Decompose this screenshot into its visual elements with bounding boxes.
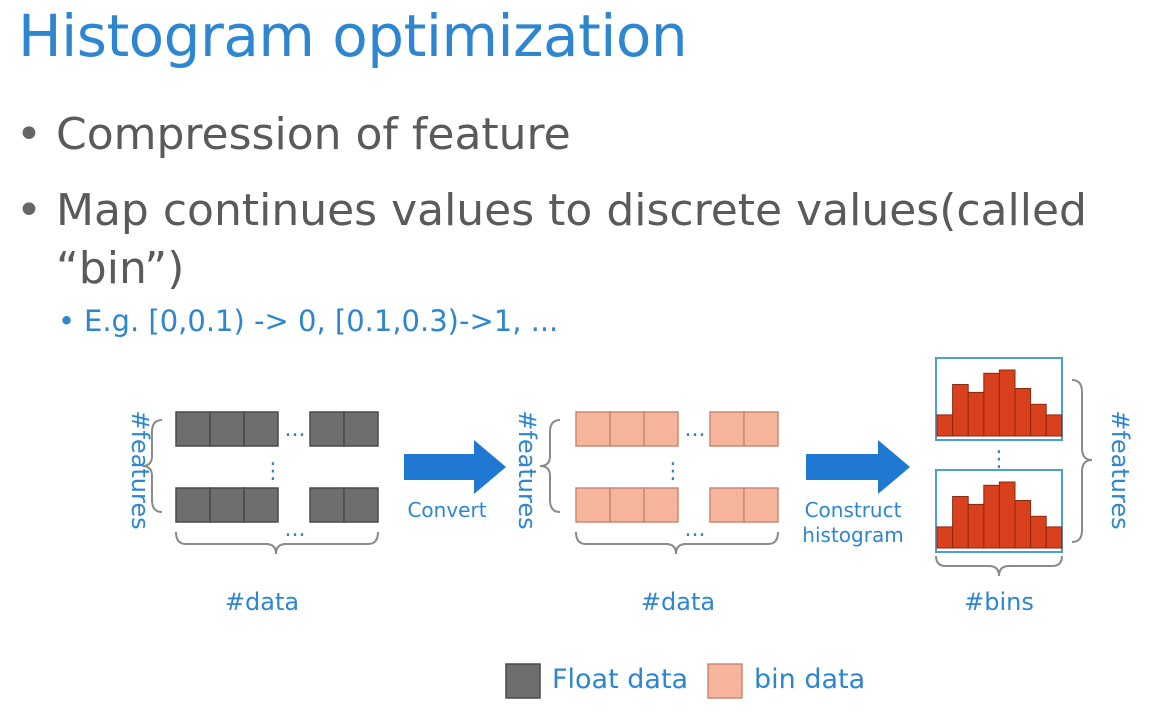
float-cell xyxy=(175,487,211,523)
ellipsis-horizontal: ... xyxy=(285,517,306,542)
histogram-bar xyxy=(983,372,1000,437)
construct-arrow: Construct histogram xyxy=(802,440,910,547)
bullet-text: Map continues values to discrete values(… xyxy=(56,185,1087,294)
float-row-bottom xyxy=(175,487,379,523)
float-row-top xyxy=(175,411,379,447)
float-cell xyxy=(309,487,345,523)
bin-cell xyxy=(743,487,779,523)
bullet-compression: • Compression of feature xyxy=(16,106,571,164)
float-cell xyxy=(343,487,379,523)
histogram-bar xyxy=(1030,515,1047,549)
float-cell xyxy=(309,411,345,447)
convert-arrow: Convert xyxy=(404,440,506,522)
float-cell xyxy=(343,411,379,447)
features-label-left: #features xyxy=(126,410,154,529)
bullet-text: Compression of feature xyxy=(56,109,571,160)
bin-cell xyxy=(709,411,745,447)
histogram-bottom xyxy=(936,481,1063,549)
slide-title: Histogram optimization xyxy=(18,2,688,70)
histogram-top xyxy=(936,369,1063,437)
float-cell xyxy=(243,487,279,523)
histogram-frame-bottom xyxy=(935,469,1063,553)
bins-brace xyxy=(935,555,1063,577)
sub-bullet-example: • E.g. [0,0.1) -> 0, [0.1,0.3)->1, ... xyxy=(58,304,559,338)
data-label-left: #data xyxy=(225,588,299,616)
construct-label-line1: Construct xyxy=(805,498,902,522)
bin-cell xyxy=(575,411,611,447)
histogram-frame-top xyxy=(935,357,1063,441)
ellipsis-horizontal: ... xyxy=(285,417,306,442)
float-cell xyxy=(175,411,211,447)
sub-bullet-text: E.g. [0,0.1) -> 0, [0.1,0.3)->1, ... xyxy=(84,304,559,338)
data-brace-left xyxy=(175,531,379,555)
bin-row-top xyxy=(575,411,779,447)
ellipsis-vertical: ⋮ xyxy=(662,459,684,484)
float-cell xyxy=(209,487,245,523)
legend-bin-swatch xyxy=(707,663,743,699)
features-brace-right xyxy=(1071,379,1093,543)
ellipsis-horizontal: ... xyxy=(685,517,706,542)
ellipsis-vertical: ⋮ xyxy=(988,447,1010,472)
bin-cell xyxy=(575,487,611,523)
histogram-bar xyxy=(1014,388,1032,437)
histogram-bar xyxy=(1045,414,1063,437)
legend-bin-label: bin data xyxy=(754,664,866,695)
bin-data-block: #features ... ⋮ ... #data xyxy=(513,410,779,616)
bin-cell xyxy=(643,487,679,523)
histogram-bar xyxy=(1014,500,1032,549)
convert-arrow-icon xyxy=(404,440,506,494)
construct-label-line2: histogram xyxy=(802,523,903,547)
float-cell xyxy=(243,411,279,447)
ellipsis-vertical: ⋮ xyxy=(262,459,284,484)
histogram-bar xyxy=(967,391,985,437)
bin-cell xyxy=(609,487,645,523)
histogram-bar xyxy=(936,526,954,549)
bullet-map-values: • Map continues values to discrete value… xyxy=(16,182,1146,298)
histogram-bar xyxy=(952,384,969,437)
histogram-bar xyxy=(1045,526,1063,549)
histogram-bar xyxy=(998,481,1016,549)
ellipsis-horizontal: ... xyxy=(685,417,706,442)
construct-arrow-icon xyxy=(806,440,910,494)
histogram-bar xyxy=(967,503,985,549)
bin-row-bottom xyxy=(575,487,779,523)
bullet-dot: • xyxy=(16,109,42,160)
histogram-bar xyxy=(983,484,1000,549)
histogram-block: ⋮ #features #bins xyxy=(935,357,1134,616)
histogram-bar xyxy=(952,496,969,549)
data-brace-middle xyxy=(575,531,779,555)
features-label-right: #features xyxy=(1106,410,1134,529)
float-cell xyxy=(209,411,245,447)
histogram-bar xyxy=(1030,403,1047,437)
convert-label: Convert xyxy=(407,498,486,522)
data-label-middle: #data xyxy=(641,588,715,616)
legend-float-swatch xyxy=(505,663,541,699)
features-brace-middle xyxy=(539,419,561,513)
features-label-middle: #features xyxy=(513,410,541,529)
bullet-dot: • xyxy=(16,185,42,236)
features-brace-left xyxy=(141,419,163,513)
bin-cell xyxy=(643,411,679,447)
sub-bullet-dot: • xyxy=(58,304,76,338)
legend-float-label: Float data xyxy=(552,664,689,695)
histogram-bar xyxy=(998,369,1016,437)
bin-cell xyxy=(609,411,645,447)
bin-cell xyxy=(709,487,745,523)
bins-label: #bins xyxy=(964,588,1034,616)
bin-cell xyxy=(743,411,779,447)
histogram-bar xyxy=(936,414,954,437)
float-data-block: #features ... ⋮ ... #data xyxy=(126,410,379,616)
